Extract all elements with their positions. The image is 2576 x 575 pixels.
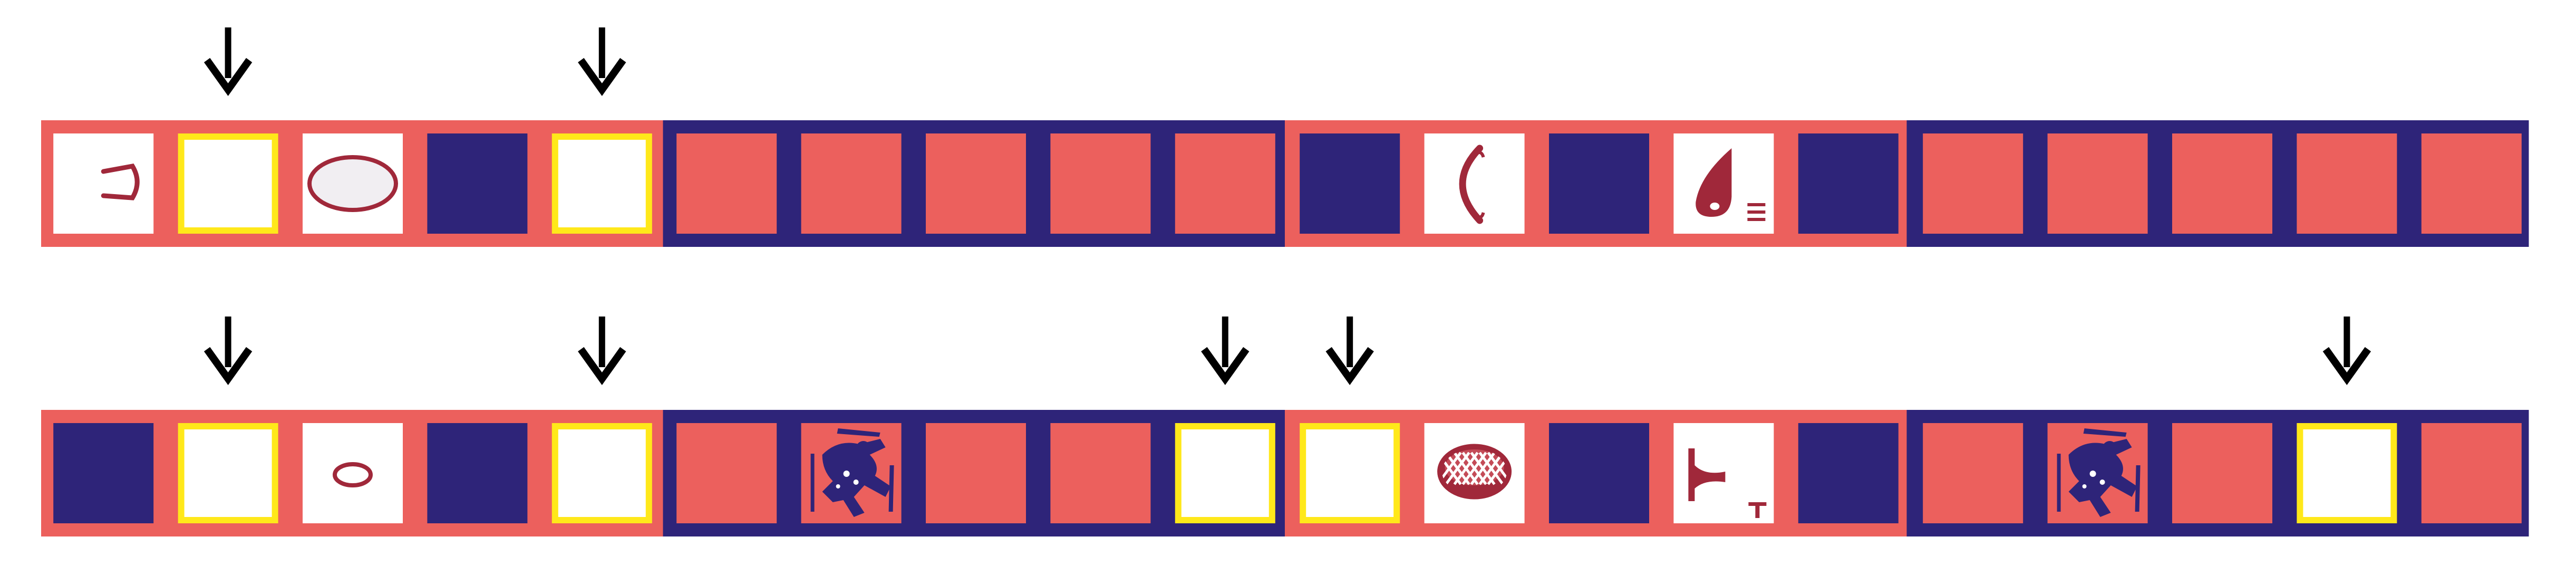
horn-t-icon bbox=[1688, 448, 1767, 518]
board-cell[interactable] bbox=[53, 423, 154, 523]
board-cell[interactable] bbox=[801, 133, 902, 234]
board-cell[interactable] bbox=[1300, 133, 1400, 234]
rider-figure-icon bbox=[810, 428, 894, 517]
navy-square bbox=[1549, 423, 1649, 523]
board-cell[interactable] bbox=[1798, 423, 1899, 523]
board-cell[interactable] bbox=[551, 133, 652, 234]
navy-square bbox=[427, 423, 528, 523]
board-cell[interactable] bbox=[801, 423, 902, 523]
bottom-row bbox=[41, 410, 2529, 536]
salmon-square bbox=[2172, 133, 2272, 234]
board-cell[interactable] bbox=[676, 133, 777, 234]
u-bracket-icon bbox=[101, 164, 140, 200]
salmon-square bbox=[1923, 423, 2023, 523]
board-cell[interactable] bbox=[2172, 133, 2272, 234]
board-cell[interactable] bbox=[1549, 133, 1649, 234]
board-cell[interactable] bbox=[1673, 133, 1774, 234]
navy-square bbox=[1798, 423, 1899, 523]
navy-square bbox=[53, 423, 154, 523]
salmon-square bbox=[2421, 423, 2522, 523]
board-cell[interactable] bbox=[2297, 423, 2397, 523]
salmon-square bbox=[926, 423, 1026, 523]
board-cell[interactable] bbox=[2421, 423, 2522, 523]
board-cell[interactable] bbox=[2047, 133, 2148, 234]
board-cell[interactable] bbox=[1300, 423, 1400, 523]
board-cell[interactable] bbox=[2047, 423, 2148, 523]
board-cell[interactable] bbox=[1050, 423, 1151, 523]
navy-square bbox=[427, 133, 528, 234]
small-oval-icon bbox=[333, 462, 373, 487]
salmon-square bbox=[2172, 423, 2272, 523]
salmon-square bbox=[1050, 423, 1151, 523]
salmon-square bbox=[2047, 133, 2148, 234]
salmon-square bbox=[676, 133, 777, 234]
navy-square bbox=[1300, 133, 1400, 234]
board-cell[interactable] bbox=[1923, 133, 2023, 234]
board-cell[interactable] bbox=[178, 133, 278, 234]
down-arrow-icon bbox=[1325, 317, 1374, 386]
navy-square bbox=[1549, 133, 1649, 234]
salmon-square bbox=[1050, 133, 1151, 234]
salmon-square bbox=[2421, 133, 2522, 234]
board-cell[interactable] bbox=[1549, 423, 1649, 523]
grill-disc-icon bbox=[1436, 444, 1513, 500]
board-cell[interactable] bbox=[1923, 423, 2023, 523]
board-cell[interactable] bbox=[1175, 423, 1275, 523]
salmon-square bbox=[801, 133, 902, 234]
down-arrow-icon bbox=[204, 27, 253, 97]
board-cell[interactable] bbox=[1424, 133, 1525, 234]
board-cell[interactable] bbox=[926, 423, 1026, 523]
salmon-square bbox=[676, 423, 777, 523]
board-cell[interactable] bbox=[303, 133, 403, 234]
board-cell[interactable] bbox=[427, 423, 528, 523]
salmon-square bbox=[926, 133, 1026, 234]
salmon-square bbox=[1175, 133, 1275, 234]
board-cell[interactable] bbox=[303, 423, 403, 523]
highlighted-square bbox=[178, 423, 278, 523]
highlighted-square bbox=[551, 423, 652, 523]
down-arrow-icon bbox=[578, 317, 626, 386]
navy-square bbox=[1798, 133, 1899, 234]
board-cell[interactable] bbox=[676, 423, 777, 523]
large-oval-icon bbox=[307, 155, 398, 212]
highlighted-square bbox=[551, 133, 652, 234]
board-cell[interactable] bbox=[53, 133, 154, 234]
down-arrow-icon bbox=[2322, 317, 2371, 386]
down-arrow-icon bbox=[1201, 317, 1250, 386]
board-cell[interactable] bbox=[427, 133, 528, 234]
highlighted-square bbox=[1300, 423, 1400, 523]
board-cell[interactable] bbox=[1050, 133, 1151, 234]
highlighted-square bbox=[1175, 423, 1275, 523]
board-cell[interactable] bbox=[2297, 133, 2397, 234]
board-cell[interactable] bbox=[1424, 423, 1525, 523]
board-cell[interactable] bbox=[551, 423, 652, 523]
board-cell[interactable] bbox=[1175, 133, 1275, 234]
board-cell[interactable] bbox=[1798, 133, 1899, 234]
leaf-drop-icon bbox=[1696, 148, 1766, 221]
down-arrow-icon bbox=[204, 317, 253, 386]
salmon-square bbox=[2297, 133, 2397, 234]
board-cell[interactable] bbox=[926, 133, 1026, 234]
top-row bbox=[41, 120, 2529, 247]
board-cell[interactable] bbox=[178, 423, 278, 523]
rider-figure-icon bbox=[2057, 428, 2141, 517]
board-cell[interactable] bbox=[2172, 423, 2272, 523]
c-bracket-icon bbox=[1459, 145, 1485, 224]
salmon-square bbox=[1923, 133, 2023, 234]
board-cell[interactable] bbox=[2421, 133, 2522, 234]
highlighted-square bbox=[2297, 423, 2397, 523]
highlighted-square bbox=[178, 133, 278, 234]
board-cell[interactable] bbox=[1673, 423, 1774, 523]
down-arrow-icon bbox=[578, 27, 626, 97]
